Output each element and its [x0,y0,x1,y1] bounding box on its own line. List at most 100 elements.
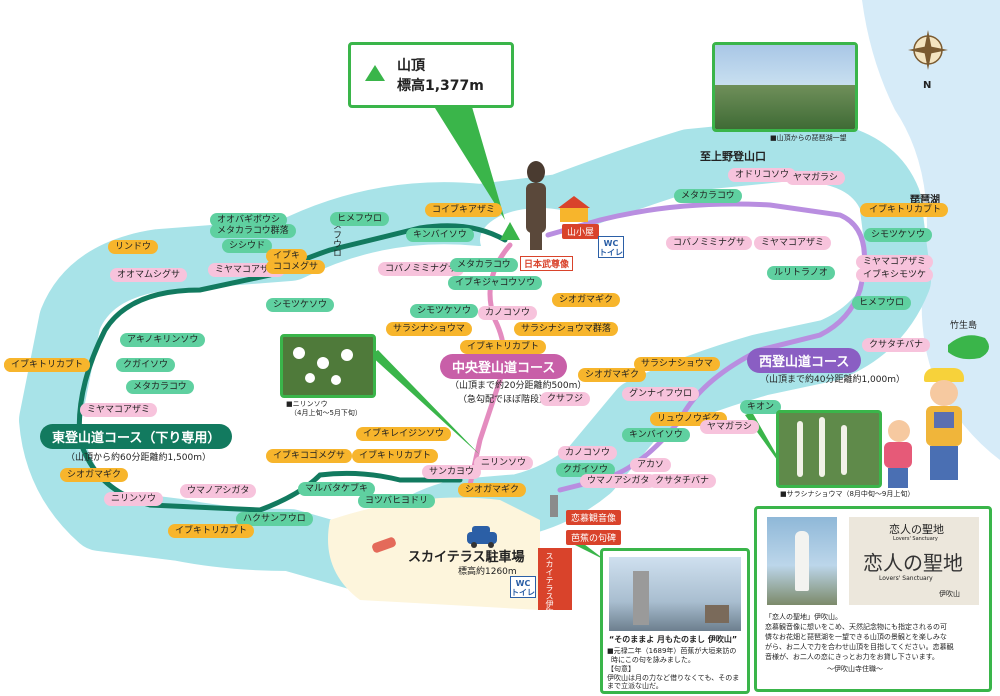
flower-label: シオガマギク [552,293,621,307]
nirin-pointer [370,350,480,455]
view-photo-caption: ■山頂からの琵琶湖一望 [770,134,847,142]
flower-label: ウマノアシガタ [580,474,657,488]
flower-hime-vertical: ヒメフウロ [331,212,341,257]
east-course-time: （山頂から約60分距離約1,500m） [66,453,211,463]
flower-label: ヤマガラシ [786,171,845,185]
flower-label: サンカヨウ [422,465,482,479]
biwako-label: 琵琶湖 [910,195,940,206]
flower-label: サラシナショウマ [386,322,472,336]
central-course-badge: 中央登山道コース [440,354,568,379]
sarashina-caption: ■サラシナショウマ（8月中旬～9月上旬） [780,490,915,498]
summit-elevation: 標高1,377m [397,78,484,94]
haiku-line-5: まで立派な山だ。 [607,682,663,690]
sarashina-photo-frame [776,410,882,488]
lovers-sign-en: Lovers' Sanctuary [879,575,933,582]
flower-label: シオガマギク [60,468,129,482]
flower-label: クガイソウ [116,358,176,372]
north-label: N [923,80,932,91]
flower-label: ミヤマコアザミ [754,236,832,250]
flower-label: イブキレイジンソウ [356,427,452,441]
haiku-photo [609,557,741,631]
nirin-caption-1: ■ニリンソウ [286,400,328,408]
parking-elevation: 標高約1260m [458,567,517,577]
chikubu-island [948,335,989,360]
car-icon-2 [372,537,396,553]
mascot-boy [920,368,970,498]
flower-label: イブキトリカブト [352,449,439,463]
haiku-line-3: 【句意】 [607,665,635,673]
flower-label: ヨツバヒヨドリ [358,494,436,508]
chikubu-label: 竹生島 [950,321,978,331]
flower-label: キンバイソウ [406,228,474,242]
flower-label: ニリンソウ [474,456,534,470]
lovers-line-1: 「恋人の聖地」伊吹山。 [765,613,842,621]
haiku-pointer [575,541,605,560]
summit-title: 山頂 [397,58,425,74]
flower-label: イブキジャコウソウ [448,276,543,290]
lovers-sign: 恋人の聖地 Lovers' Sanctuary 恋人の聖地 Lovers' Sa… [849,517,979,605]
yamato-statue [526,161,546,250]
flower-label: ココメグサ [266,260,326,274]
flower-label: イブキコゴメグサ [266,449,353,463]
basho-label: 芭蕉の句碑 [566,530,622,545]
car-icon [467,526,497,548]
flower-label: イブキトリカブト [4,358,91,372]
haiku-line-2: 時にこの句を詠みました。 [611,656,695,664]
flower-label: コイブキアザミ [425,203,503,217]
flower-label: シオガマギク [458,483,527,497]
flower-label: キンバイソウ [622,428,690,442]
flower-label: クサタチバナ [648,474,717,488]
trail-band [19,119,931,591]
flower-label: クサフジ [540,392,591,406]
lovers-sign-sub: Lovers' Sanctuary [893,536,938,542]
flower-label: ミヤマコアザミ [80,403,158,417]
flower-label: キオン [740,400,782,414]
flower-label: オドリコソウ [728,168,797,182]
flower-label: カノコソウ [478,306,538,320]
kannon-statue [550,495,558,517]
lovers-line-6: ～伊吹山寺住職～ [827,665,883,673]
mascot-girl [880,420,916,490]
flower-label: ウマノアシガタ [180,484,257,498]
haiku-line-4: 伊吹山は月の力など借りなくても、そのま [607,674,740,682]
flower-label: ミヤマコアザミ [856,255,934,269]
parking-area [328,497,540,610]
flower-label: ヤマガラシ [700,420,759,434]
nirin-caption-2: （4月上旬～5月下旬） [290,409,362,417]
kannon-photo [767,517,837,605]
central-course-time: （山頂まで約20分距離約500m） [450,381,587,391]
hut-label: 山小屋 [562,224,600,239]
flower-label: メタカラコウ [450,258,518,272]
flower-label: メタカラコウ [674,189,742,203]
flower-label: ニリンソウ [104,492,164,506]
lovers-line-5: 音様が、お二人の恋にきっとお力をお貸し下さいます。 [765,653,939,661]
parking-label: スカイテラス駐車場 [408,550,525,565]
koibito-label: 恋慕観音像 [566,510,622,525]
lovers-sign-title: 恋人の聖地 [889,523,944,536]
flower-label: サラシナショウマ群落 [514,322,618,336]
flower-label: コバノミミナグサ [666,236,753,250]
lovers-sign-big: 恋人の聖地 [863,551,963,575]
summit-callout-pointer [430,100,505,220]
west-course-badge: 西登山道コース [747,348,862,373]
flower-label: ルリトラノオ [767,266,835,280]
flower-label: イブキトリカブト [168,524,255,538]
east-course-line [76,223,508,513]
flower-label: マルバタケブキ [298,482,376,496]
central-course-note: （急勾配でほぼ階段） [458,395,549,405]
haiku-line-1: ■元禄二年（1689年）芭蕉が大垣来訪の [607,647,737,655]
flower-label: クガイソウ [556,463,616,477]
yamato-label: 日本武尊像 [520,256,574,271]
flower-label: サラシナショウマ [634,357,720,371]
lovers-box: 恋人の聖地 Lovers' Sanctuary 恋人の聖地 Lovers' Sa… [754,506,992,692]
summit-callout: 山頂 標高1,377m [348,42,514,108]
flower-label: シモツケソウ [410,304,479,318]
flower-label: シオガマギク [578,368,647,382]
flower-label: カノコソウ [558,446,618,460]
lovers-sign-small: 伊吹山 [939,590,960,598]
mountain-hut [558,196,590,222]
west-course-time: （山頂まで約40分距離約1,000m） [760,375,905,385]
flower-label: イブキシモツケ [856,268,934,282]
lovers-line-3: 憐なお花畑と琵琶湖を一望できる山頂の景観とを楽しみな [765,633,947,641]
